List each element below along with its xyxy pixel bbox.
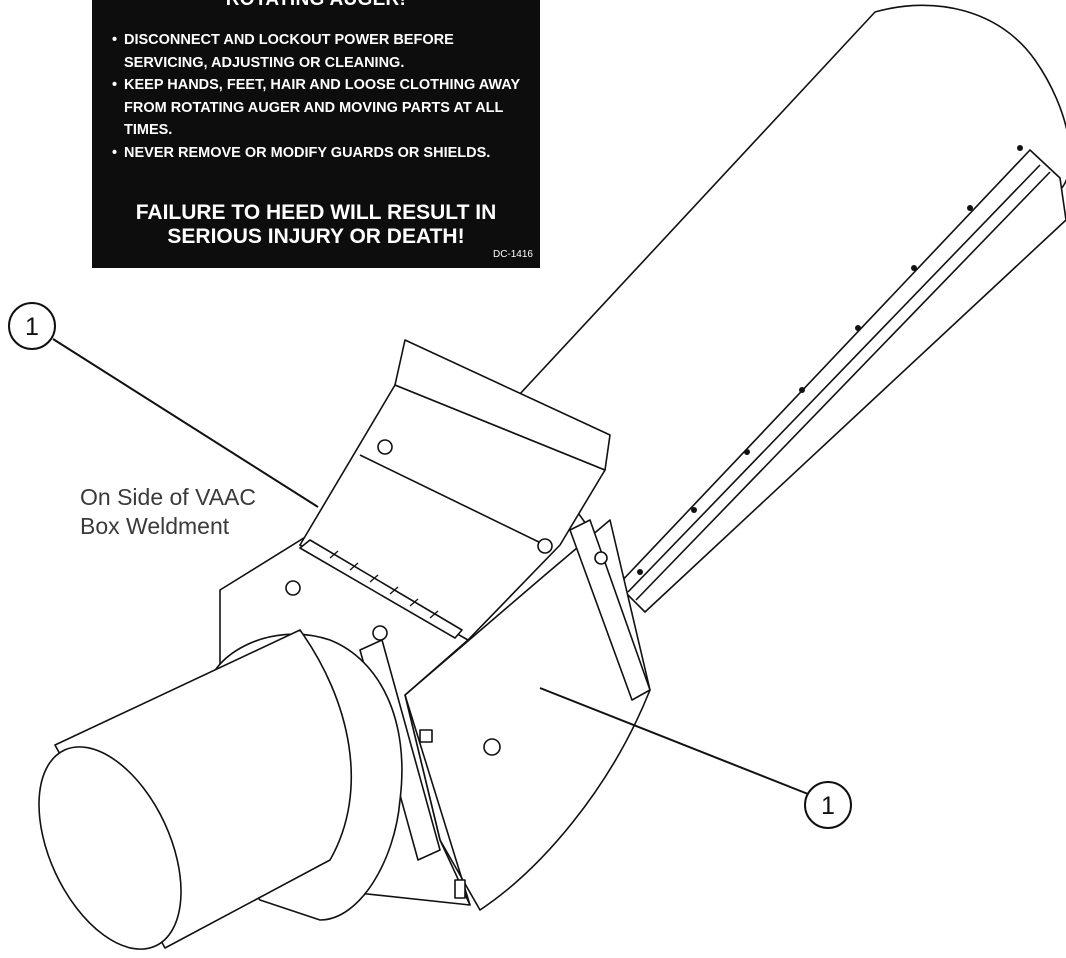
rail-hole <box>855 325 861 331</box>
pipe-opening <box>38 746 182 950</box>
bolt <box>372 625 388 641</box>
decal-bullet: DISCONNECT AND LOCKOUT POWER BEFORE SERV… <box>112 29 530 74</box>
callout-circle-2 <box>804 781 852 829</box>
bolt <box>483 738 501 756</box>
decal-bullet-list: DISCONNECT AND LOCKOUT POWER BEFORE SERV… <box>112 29 530 164</box>
rail-hole <box>1017 145 1023 151</box>
callout-number-2: 1 <box>821 792 835 820</box>
rail-hole <box>911 265 917 271</box>
warning-decal: ROTATING AUGER! DISCONNECT AND LOCKOUT P… <box>92 0 540 268</box>
bolt <box>285 580 301 596</box>
bolt <box>454 879 466 899</box>
decal-bullet: NEVER REMOVE OR MODIFY GUARDS OR SHIELDS… <box>112 142 530 165</box>
hinge <box>299 539 463 639</box>
bolt <box>419 729 433 743</box>
auger-rail <box>617 149 1066 613</box>
rail-hole <box>744 449 750 455</box>
rail-hole <box>967 205 973 211</box>
callout-leader-1 <box>52 338 319 508</box>
decal-bullet: KEEP HANDS, FEET, HAIR AND LOOSE CLOTHIN… <box>112 74 530 142</box>
location-label-line1: On Side of VAAC <box>80 484 256 510</box>
rail-hole <box>691 507 697 513</box>
rail-hole <box>799 387 805 393</box>
side-plate-right <box>569 519 651 701</box>
bolt <box>594 551 608 565</box>
location-label-line2: Box Weldment <box>80 513 230 539</box>
decal-warning: FAILURE TO HEED WILL RESULT IN SERIOUS I… <box>135 201 497 248</box>
bolt <box>537 538 553 554</box>
callout-leader-2 <box>539 687 809 795</box>
bolt <box>377 439 393 455</box>
callout-number-1: 1 <box>25 313 39 341</box>
auger-tube <box>504 4 1066 601</box>
location-label: On Side of VAAC Box Weldment <box>80 483 256 541</box>
decal-heading: ROTATING AUGER! <box>92 0 540 11</box>
callout-circle-1 <box>8 302 56 350</box>
decal-code: DC-1416 <box>492 249 533 260</box>
rail-hole <box>637 569 643 575</box>
